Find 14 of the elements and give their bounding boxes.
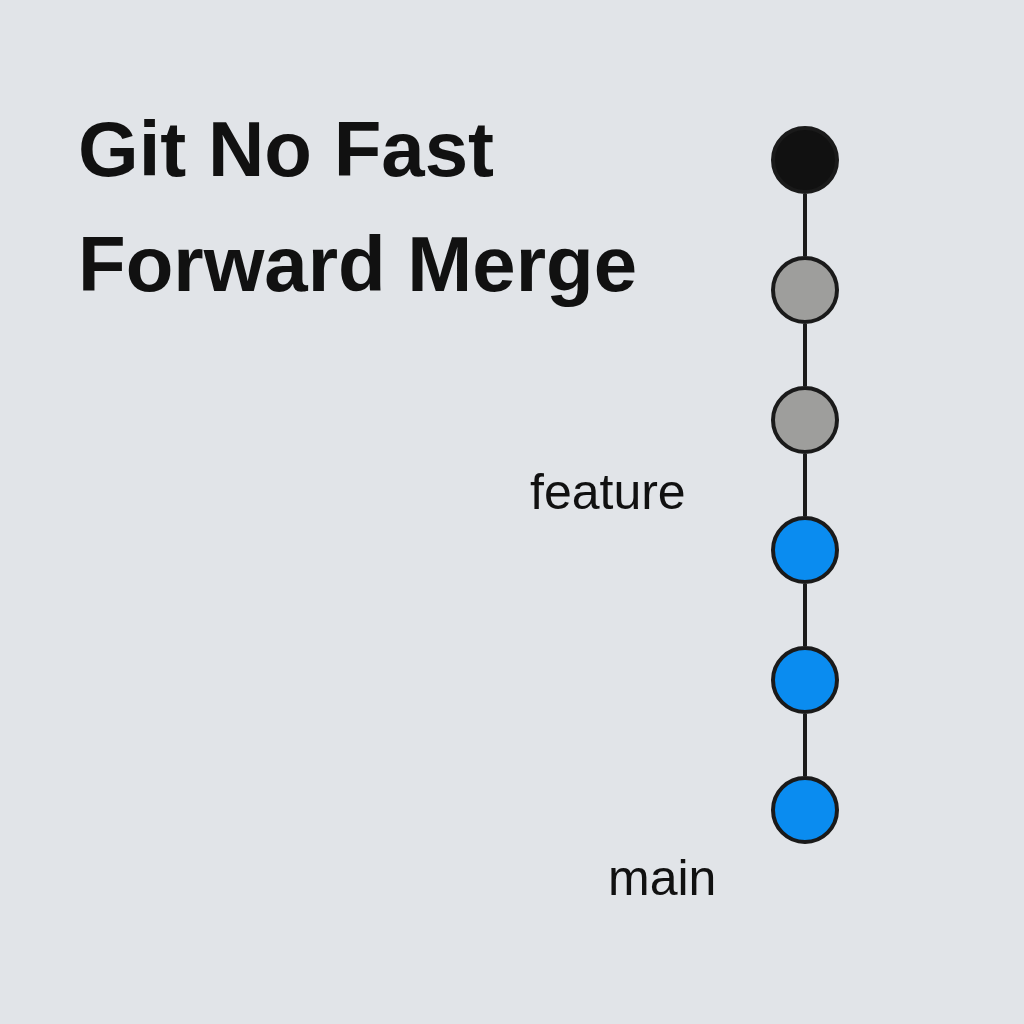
commit-circle: [771, 386, 839, 454]
connector-line: [803, 454, 807, 516]
connector-line: [803, 324, 807, 386]
connector-line: [803, 584, 807, 646]
branch-label: feature: [530, 463, 686, 522]
connector-line: [803, 194, 807, 256]
branch-label: main: [608, 849, 717, 908]
connector-line: [803, 714, 807, 776]
title: Git No Fast Forward Merge: [78, 104, 638, 310]
commit-circle: [771, 256, 839, 324]
commit-circle: [771, 776, 839, 844]
commit-circle: [771, 646, 839, 714]
commit-circle: [771, 126, 839, 194]
commit-circle: [771, 516, 839, 584]
